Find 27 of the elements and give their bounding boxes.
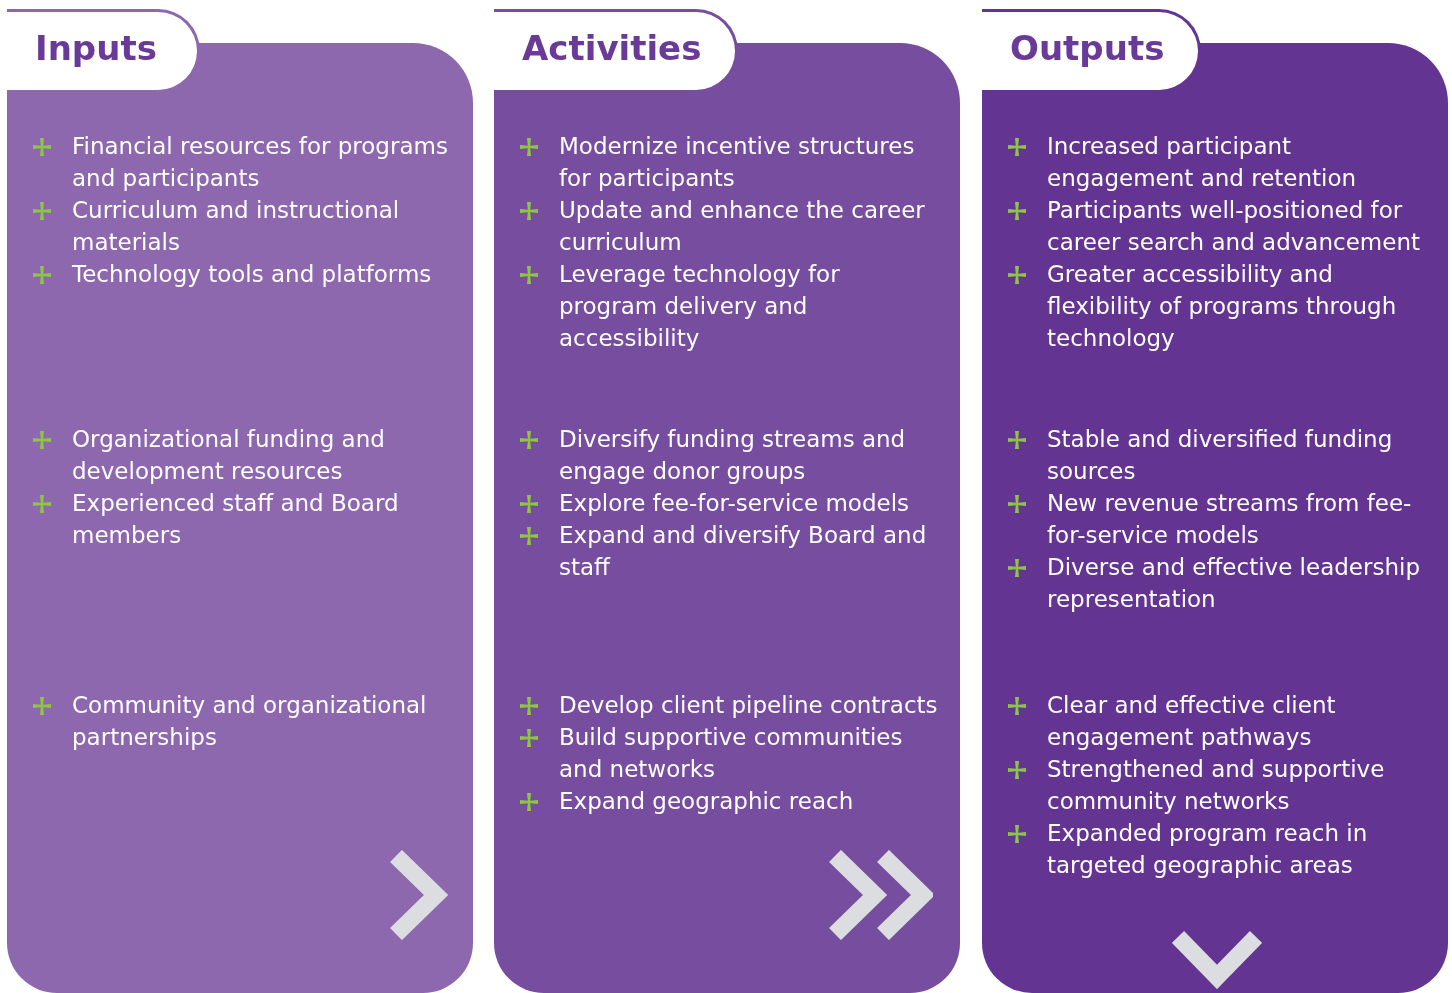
bullet-text: Explore fee-for-service models [559, 489, 911, 518]
bullet-text: Modernize incentive structures for participants [559, 132, 916, 193]
column-heading: Inputs [7, 9, 200, 93]
bullet-text: Technology tools and platforms [72, 260, 433, 289]
bullet-text: Financial resources for programs and participants [72, 132, 449, 193]
bullet-text: Community and organizational partnerships [72, 691, 428, 752]
bullet-text: Expand geographic reach [559, 787, 855, 816]
bullet-text: Curriculum and instructional materials [72, 196, 401, 257]
column-heading: Outputs [982, 9, 1202, 93]
bullet-text: Stable and diversified funding sources [1047, 425, 1394, 486]
bullet-text: Organizational funding and development resources [72, 425, 386, 486]
bullet-text: Greater accessibility and flexibility of programs through technology [1047, 260, 1398, 353]
bullet-text: Diversify funding streams and engage donor groups [559, 425, 907, 486]
bullet-text: Strengthened and supportive community networks [1047, 755, 1386, 816]
bullet-text: Participants well-positioned for career search and advancement [1047, 196, 1421, 257]
bullet-text: Clear and effective client engagement pathways [1047, 691, 1337, 752]
bullet-text: Expanded program reach in targeted geographic areas [1047, 819, 1369, 880]
column-heading: Activities [494, 9, 739, 93]
bullet-text: Develop client pipeline contracts [559, 691, 939, 720]
bullet-text: Diverse and effective leadership representation [1047, 553, 1421, 614]
bullet-text: New revenue streams from fee-for-service models [1047, 489, 1413, 550]
bullet-text: Experienced staff and Board members [72, 489, 400, 550]
bullet-text: Build supportive communities and networks [559, 723, 904, 784]
bullet-text: Expand and diversify Board and staff [559, 521, 928, 582]
bullet-text: Leverage technology for program delivery and accessibility [559, 260, 841, 353]
bullet-text: Update and enhance the career curriculum [559, 196, 926, 257]
bullet-text: Increased participant engagement and retention [1047, 132, 1358, 193]
